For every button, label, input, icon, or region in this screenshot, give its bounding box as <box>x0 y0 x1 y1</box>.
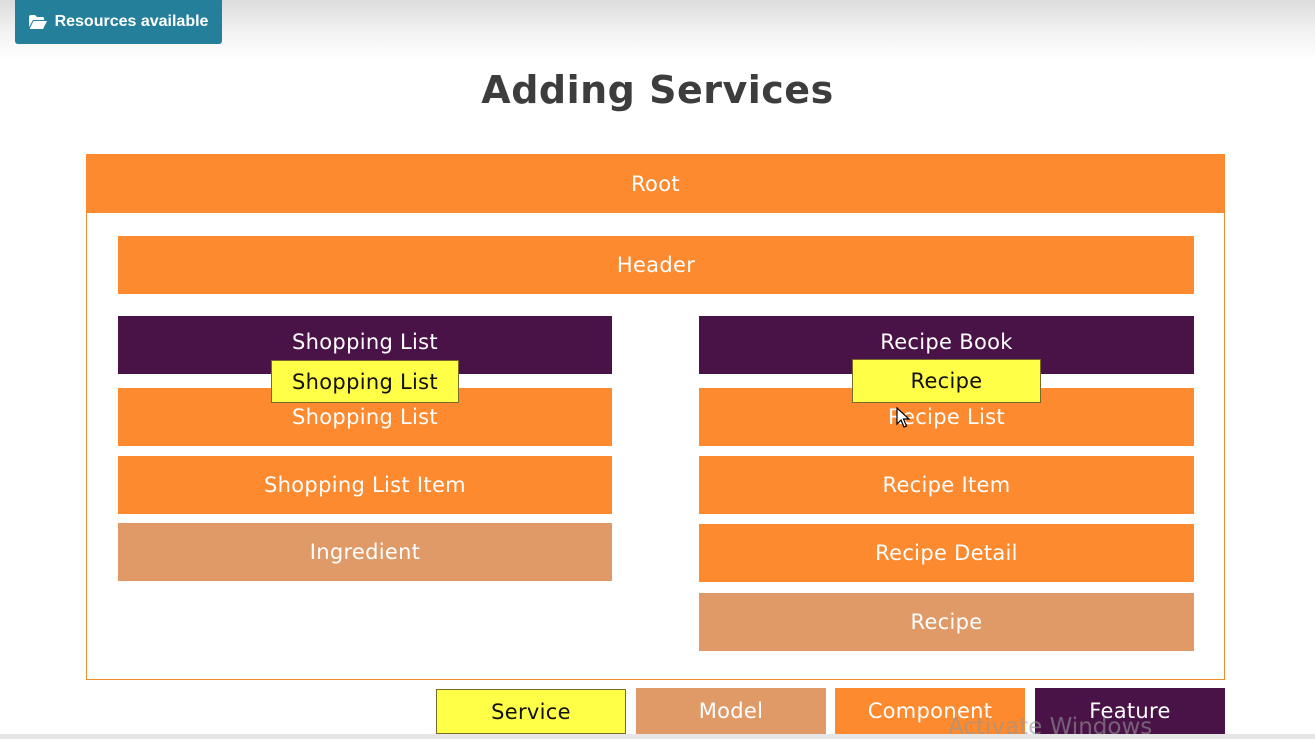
resources-available-button[interactable]: Resources available <box>15 0 222 44</box>
folder-open-icon <box>28 15 47 29</box>
recipe-detail-component-box: Recipe Detail <box>699 524 1194 582</box>
recipe-model-box: Recipe <box>699 593 1194 651</box>
root-component-box: Root <box>86 154 1225 213</box>
legend-model: Model <box>636 688 826 734</box>
shopping-list-item-component-box: Shopping List Item <box>118 456 612 514</box>
shopping-list-service-box: Shopping List <box>271 360 459 403</box>
ingredient-model-box: Ingredient <box>118 523 612 581</box>
legend-component: Component <box>835 688 1025 734</box>
page-title: Adding Services <box>481 68 834 112</box>
header-component-box: Header <box>118 236 1194 294</box>
legend-feature: Feature <box>1035 688 1225 734</box>
bottom-edge <box>0 734 1315 739</box>
recipe-item-component-box: Recipe Item <box>699 456 1194 514</box>
legend-service: Service <box>436 689 626 734</box>
recipe-service-box: Recipe <box>852 359 1041 403</box>
mouse-cursor-icon <box>896 406 911 433</box>
resources-available-label: Resources available <box>54 13 209 30</box>
